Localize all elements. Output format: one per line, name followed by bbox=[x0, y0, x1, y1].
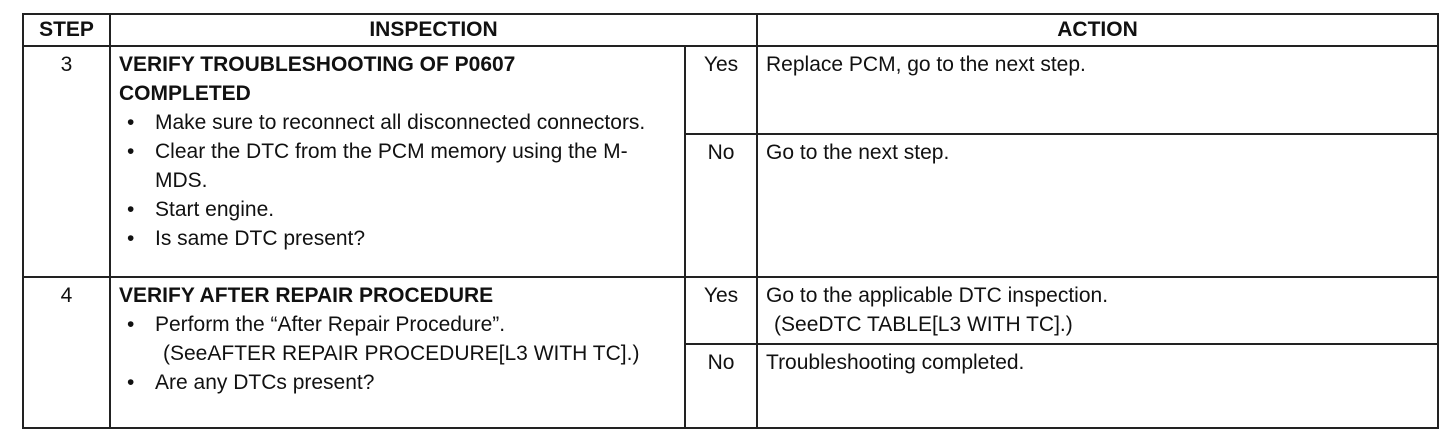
table-row: 4 VERIFY AFTER REPAIR PROCEDURE Perform … bbox=[22, 276, 1440, 429]
inspection-table: STEP INSPECTION ACTION 3 VERIFY TROUBLES… bbox=[22, 13, 1440, 429]
answer-yes: Yes bbox=[683, 276, 759, 345]
bullet-item: Start engine. bbox=[119, 195, 676, 224]
inspection-cell: VERIFY AFTER REPAIR PROCEDURE Perform th… bbox=[109, 276, 686, 429]
step-number: 4 bbox=[22, 276, 111, 429]
answer-no: No bbox=[683, 343, 759, 429]
bullet-text: Perform the “After Repair Procedure”. bbox=[155, 313, 506, 336]
action-text: Go to the applicable DTC inspection. bbox=[766, 284, 1109, 307]
answer-no: No bbox=[683, 133, 759, 278]
table-row: No Troubleshooting completed. bbox=[23, 343, 1440, 429]
action-yes: Replace PCM, go to the next step. bbox=[756, 45, 1440, 135]
header-inspection: INSPECTION bbox=[108, 13, 759, 47]
bullet-item: Are any DTCs present? bbox=[119, 368, 676, 397]
header-action: ACTION bbox=[756, 13, 1440, 47]
inspection-title: VERIFY AFTER REPAIR PROCEDURE bbox=[119, 284, 494, 307]
header-row: STEP INSPECTION ACTION bbox=[22, 13, 1440, 47]
inspection-cell: VERIFY TROUBLESHOOTING OF P0607 COMPLETE… bbox=[109, 45, 686, 278]
action-no: Go to the next step. bbox=[756, 133, 1440, 278]
inspection-title-continued: COMPLETED bbox=[119, 82, 251, 105]
answer-yes: Yes bbox=[683, 45, 759, 135]
header-step: STEP bbox=[22, 13, 111, 47]
bullet-item: Clear the DTC from the PCM memory using … bbox=[119, 137, 676, 195]
inspection-bullets: Make sure to reconnect all disconnected … bbox=[119, 108, 676, 253]
step-number: 3 bbox=[22, 45, 111, 278]
inspection-table-wrapper: STEP INSPECTION ACTION 3 VERIFY TROUBLES… bbox=[22, 13, 1440, 429]
action-no: Troubleshooting completed. bbox=[756, 343, 1440, 429]
action-yes: Go to the applicable DTC inspection. (Se… bbox=[756, 276, 1440, 345]
table-row: No Go to the next step. bbox=[23, 133, 1440, 278]
reference-link[interactable]: (SeeAFTER REPAIR PROCEDURE[L3 WITH TC].) bbox=[163, 342, 640, 365]
inspection-bullets: Perform the “After Repair Procedure”. (S… bbox=[119, 310, 676, 397]
bullet-item: Make sure to reconnect all disconnected … bbox=[119, 108, 676, 137]
bullet-item: Is same DTC present? bbox=[119, 224, 676, 253]
bullet-item: Perform the “After Repair Procedure”. (S… bbox=[119, 310, 676, 368]
inspection-title: VERIFY TROUBLESHOOTING OF P0607 bbox=[119, 53, 516, 76]
reference-link[interactable]: (SeeDTC TABLE[L3 WITH TC].) bbox=[774, 313, 1073, 336]
table-row: 3 VERIFY TROUBLESHOOTING OF P0607 COMPLE… bbox=[22, 45, 1440, 278]
